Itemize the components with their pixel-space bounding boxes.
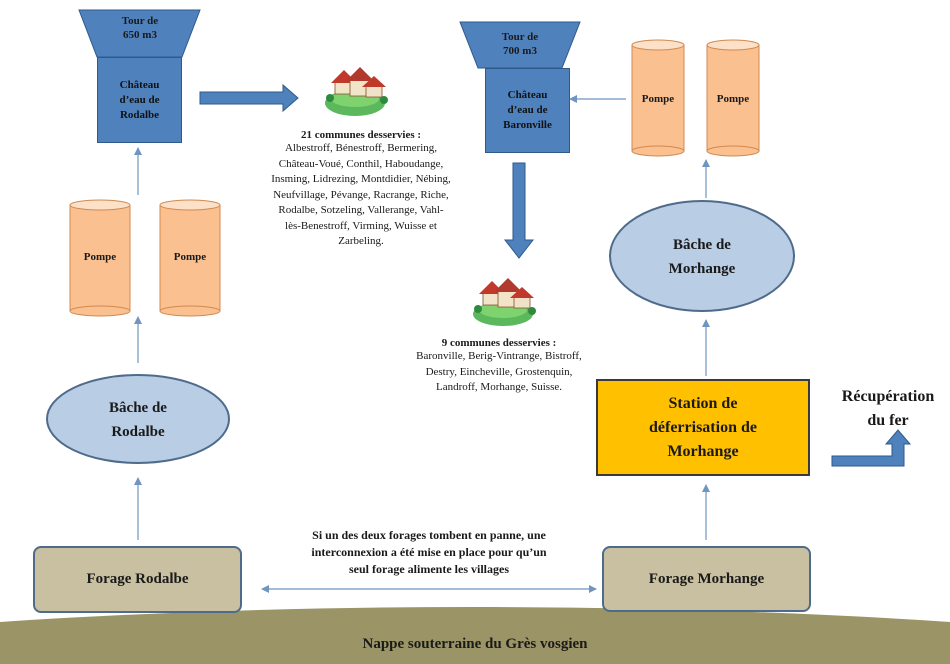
tower-right-label: Tour de 700 m3 [501, 31, 539, 57]
pump-right-2-label: Pompe [716, 93, 750, 105]
chateau-rodalbe: Château d’eau de Rodalbe [97, 57, 182, 143]
block-arrow-iron-recovery [831, 429, 912, 467]
interconnexion-note: Si un des deux forages tombent en panne,… [311, 528, 547, 576]
pump-left-2-shape [159, 199, 221, 317]
block-arrow-rodalbe-to-communes [199, 83, 299, 113]
pump-right-1-label: Pompe [641, 93, 675, 105]
communes-rodalbe-title: 21 communes desservies : [300, 129, 422, 141]
basin-rodalbe-label: Bâche de Rodalbe [109, 400, 167, 440]
pump-left-1-label: Pompe [83, 251, 117, 263]
block-arrow-baronville-to-communes [503, 162, 535, 259]
station-deferrisation-label: Station de déferrisation de Morhange [649, 394, 757, 460]
communes-baronville-list: Baronville, Berig-Vintrange, Bistroff, D… [416, 350, 582, 393]
pump-right-1-shape [631, 39, 685, 157]
pump-left-2-label: Pompe [173, 251, 207, 263]
chateau-baronville: Château d’eau de Baronville [485, 68, 570, 153]
station-deferrisation: Station de déferrisation de Morhange [596, 379, 810, 476]
communes-baronville-title: 9 communes desservies : [441, 337, 557, 349]
iron-recovery-label: Récupération du fer [841, 388, 935, 429]
forage-morhange-label: Forage Morhange [648, 570, 765, 587]
basin-morhange-shape [609, 200, 795, 312]
tower-left-funnel [78, 9, 201, 58]
aquifer-label: Nappe souterraine du Grès vosgien [362, 636, 588, 652]
village-icon-baronville [473, 278, 536, 326]
basin-morhange-label: Bâche de Morhange [668, 237, 736, 277]
ground-hill [0, 607, 950, 664]
communes-baronville: 9 communes desservies : Baronville, Beri… [386, 337, 612, 396]
village-icon-rodalbe [325, 67, 388, 116]
chateau-baronville-label: Château d’eau de Baronville [503, 89, 552, 131]
forage-rodalbe: Forage Rodalbe [33, 546, 242, 613]
basin-rodalbe-shape [46, 374, 230, 464]
pump-left-1-shape [69, 199, 131, 317]
tower-left-label: Tour de 650 m3 [121, 15, 159, 41]
communes-rodalbe: 21 communes desservies : Albestroff, Bén… [250, 129, 472, 250]
forage-rodalbe-label: Forage Rodalbe [86, 571, 189, 587]
pump-right-2-shape [706, 39, 760, 157]
chateau-rodalbe-label: Château d’eau de Rodalbe [119, 78, 160, 121]
forage-morhange: Forage Morhange [602, 546, 811, 612]
communes-rodalbe-list: Albestroff, Bénestroff, Bermering, Châte… [271, 142, 451, 247]
